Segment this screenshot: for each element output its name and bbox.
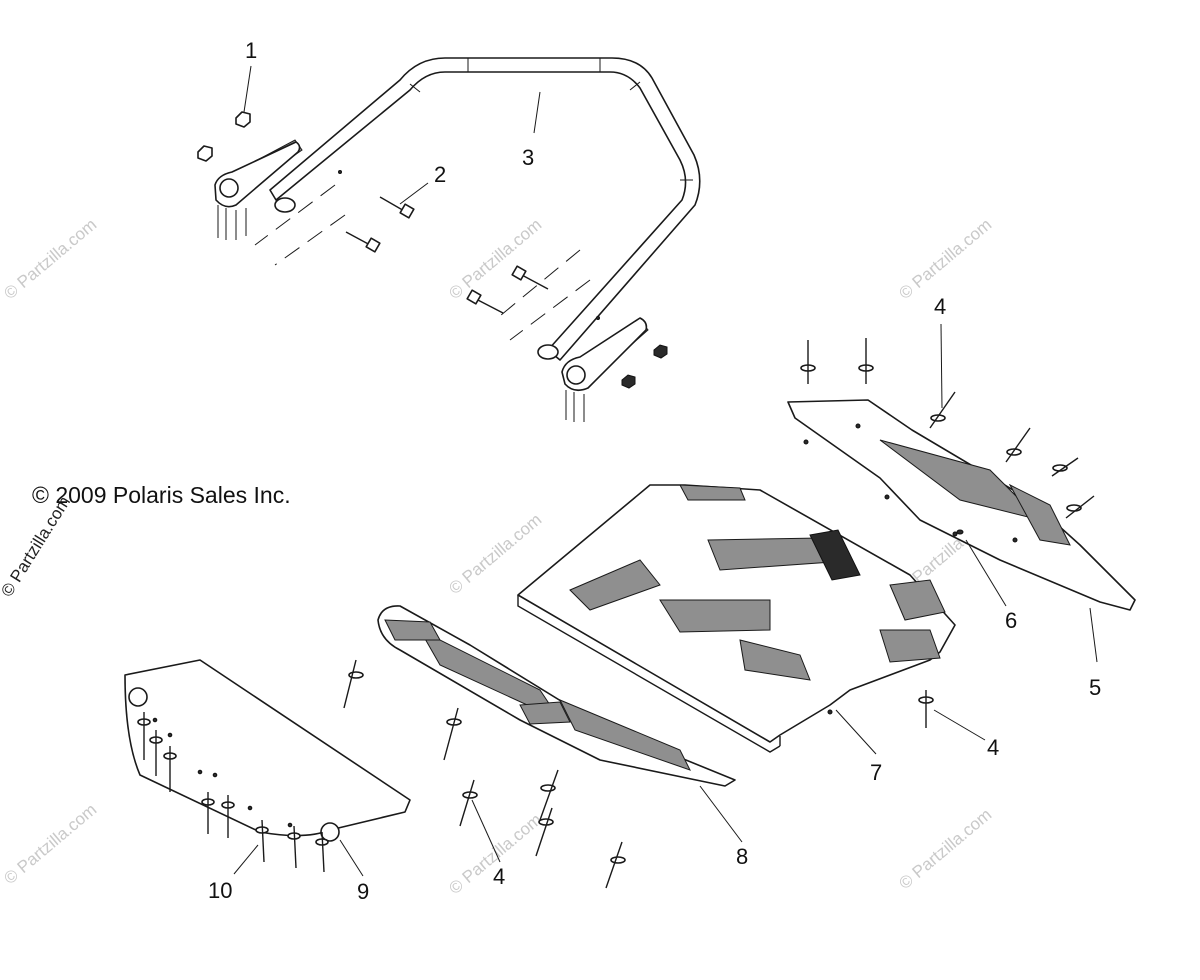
part-9-side-panel	[124, 659, 411, 842]
part-3-bar	[269, 57, 701, 361]
watermark: © Partzilla.com	[895, 215, 995, 303]
watermark-dark: © Partzilla.com	[0, 493, 74, 600]
callout-2: 2	[434, 162, 446, 187]
part-5-rear-panel	[787, 399, 1136, 611]
watermark: © Partzilla.com	[895, 805, 995, 893]
watermark: © Partzilla.com	[445, 215, 545, 303]
callout-10: 10	[208, 878, 232, 903]
callout-4: 4	[493, 864, 505, 889]
watermark: © Partzilla.com	[0, 800, 100, 888]
callout-3: 3	[522, 145, 534, 170]
callout-7: 7	[870, 760, 882, 785]
leader-lines	[233, 65, 1098, 877]
callout-1: 1	[245, 38, 257, 63]
callout-4: 4	[934, 294, 946, 319]
callout-6: 6	[1005, 608, 1017, 633]
callout-8: 8	[736, 844, 748, 869]
part-8-rail	[377, 605, 736, 787]
callouts: 1 2 3 4 4 4 5 6 7 8 9 10	[208, 38, 1101, 904]
callout-4: 4	[987, 735, 999, 760]
callout-5: 5	[1089, 675, 1101, 700]
nuts	[197, 111, 668, 389]
bolts	[345, 196, 549, 314]
watermark: © Partzilla.com	[0, 215, 100, 303]
callout-9: 9	[357, 879, 369, 904]
left-bracket	[214, 139, 303, 240]
assembly-lines	[254, 184, 591, 341]
right-bracket	[561, 317, 649, 422]
part-7-floor	[517, 484, 956, 753]
copyright-text: © 2009 Polaris Sales Inc.	[32, 482, 291, 508]
rivets	[137, 338, 1095, 889]
